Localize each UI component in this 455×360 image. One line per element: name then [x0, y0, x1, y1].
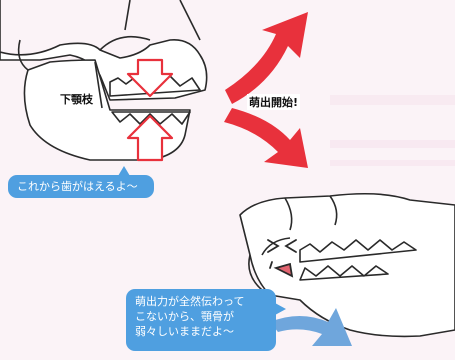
eruption-arrow-up-icon [225, 12, 308, 104]
teeth-coming-callout: これから歯がはえるよ〜 [8, 175, 154, 198]
mandibular-ramus-label: 下顎枝 [58, 91, 95, 107]
weak-jaw-callout-line-3: 弱々しいままだよ〜 [135, 324, 267, 339]
eruption-start-label: 萌出開始! [247, 94, 300, 110]
eruption-arrow-down-icon [224, 108, 308, 168]
weak-jaw-callout: 萌出力が全然伝わって こないから、顎骨が 弱々しいままだよ〜 [126, 289, 276, 351]
weak-jaw-callout-line-1: 萌出力が全然伝わって [135, 294, 267, 309]
weak-jaw-callout-line-2: こないから、顎骨が [135, 309, 267, 324]
upper-skull-illustration [0, 0, 207, 160]
